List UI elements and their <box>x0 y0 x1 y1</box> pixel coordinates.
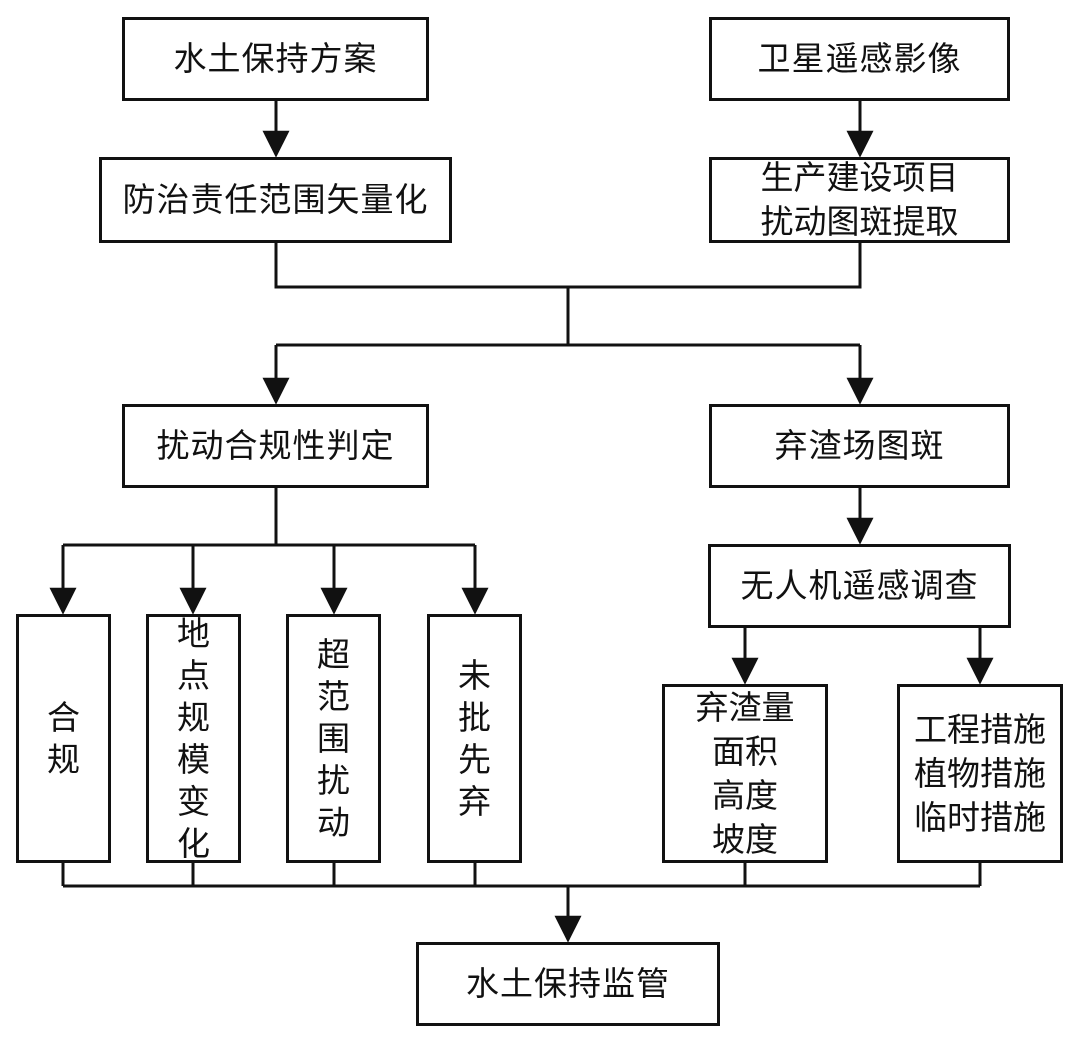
node-unapproved: 未批先弃 <box>427 614 522 863</box>
merge-line <box>274 242 862 289</box>
node-measures: 工程措施 植物措施 临时措施 <box>897 684 1063 863</box>
node-unapproved-label: 未批先弃 <box>457 655 491 821</box>
node-supervision-label: 水土保持监管 <box>466 964 670 1003</box>
node-soil-plan: 水土保持方案 <box>122 17 429 101</box>
node-over-range-label: 超范围扰动 <box>316 634 350 842</box>
node-spoil-metrics-label: 弃渣量 面积 高度 坡度 <box>695 687 795 859</box>
node-extract: 生产建设项目 扰动图斑提取 <box>709 157 1010 243</box>
node-over-range: 超范围扰动 <box>286 614 381 863</box>
node-spoil-patch-label: 弃渣场图斑 <box>774 426 945 465</box>
node-uav-survey-label: 无人机遥感调查 <box>740 566 979 605</box>
node-compliance-label: 扰动合规性判定 <box>156 426 395 465</box>
node-measures-label: 工程措施 植物措施 临时措施 <box>914 709 1046 837</box>
node-location-change: 地点规模变化 <box>146 614 241 863</box>
node-compliant-label: 合规 <box>46 697 80 779</box>
node-compliant: 合规 <box>16 614 111 863</box>
node-vectorize-label: 防治责任范围矢量化 <box>122 180 429 219</box>
node-uav-survey: 无人机遥感调查 <box>708 544 1011 628</box>
node-satellite-label: 卫星遥感影像 <box>757 39 962 78</box>
node-supervision: 水土保持监管 <box>416 942 720 1026</box>
node-location-change-label: 地点规模变化 <box>176 613 210 863</box>
node-extract-label: 生产建设项目 扰动图斑提取 <box>760 158 959 241</box>
node-spoil-metrics: 弃渣量 面积 高度 坡度 <box>662 684 828 863</box>
node-satellite: 卫星遥感影像 <box>709 17 1010 101</box>
node-vectorize: 防治责任范围矢量化 <box>99 157 452 243</box>
node-spoil-patch: 弃渣场图斑 <box>709 404 1010 488</box>
node-soil-plan-label: 水土保持方案 <box>173 39 378 78</box>
node-compliance: 扰动合规性判定 <box>122 404 429 488</box>
